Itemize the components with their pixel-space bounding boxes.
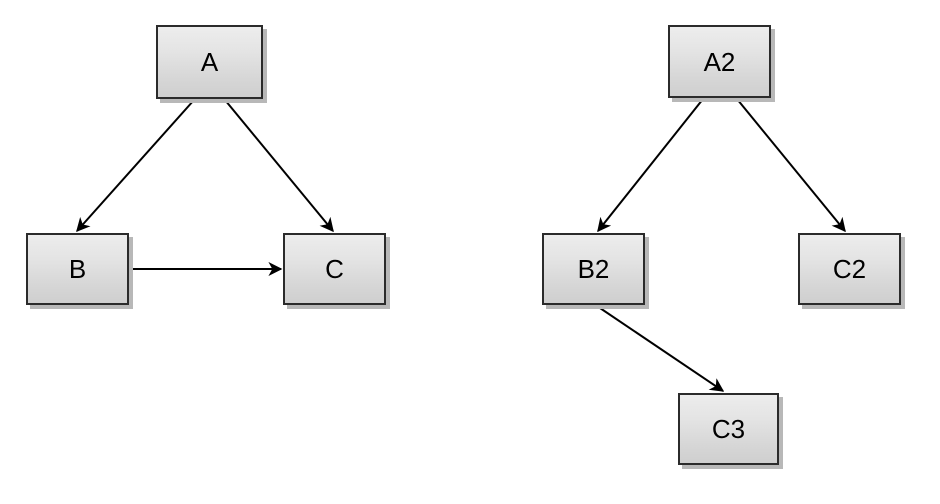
node-b2[interactable]: B2 bbox=[542, 233, 645, 305]
graph-left-edges bbox=[76, 99, 334, 276]
node-a[interactable]: A bbox=[156, 25, 263, 99]
edges-group bbox=[76, 98, 846, 392]
node-label-c3: C3 bbox=[711, 414, 746, 444]
node-a2[interactable]: A2 bbox=[668, 25, 771, 98]
node-c2[interactable]: C2 bbox=[798, 233, 901, 305]
node-b[interactable]: B bbox=[26, 233, 129, 305]
edge-a2-c2[interactable] bbox=[736, 98, 846, 233]
node-c3[interactable]: C3 bbox=[678, 393, 779, 465]
node-c[interactable]: C bbox=[283, 233, 386, 305]
edge-a2-b2[interactable] bbox=[597, 98, 704, 233]
node-label-c: C bbox=[325, 254, 344, 284]
edge-b2-c3[interactable] bbox=[596, 305, 725, 392]
node-label-b: B bbox=[68, 254, 87, 284]
node-label-b2: B2 bbox=[577, 254, 610, 284]
node-label-c2: C2 bbox=[832, 254, 867, 284]
edge-a-b[interactable] bbox=[76, 99, 195, 233]
node-label-a2: A2 bbox=[703, 46, 736, 77]
edge-a-c[interactable] bbox=[224, 99, 334, 233]
node-label-a: A bbox=[200, 47, 219, 77]
graph-right-edges bbox=[596, 98, 846, 392]
